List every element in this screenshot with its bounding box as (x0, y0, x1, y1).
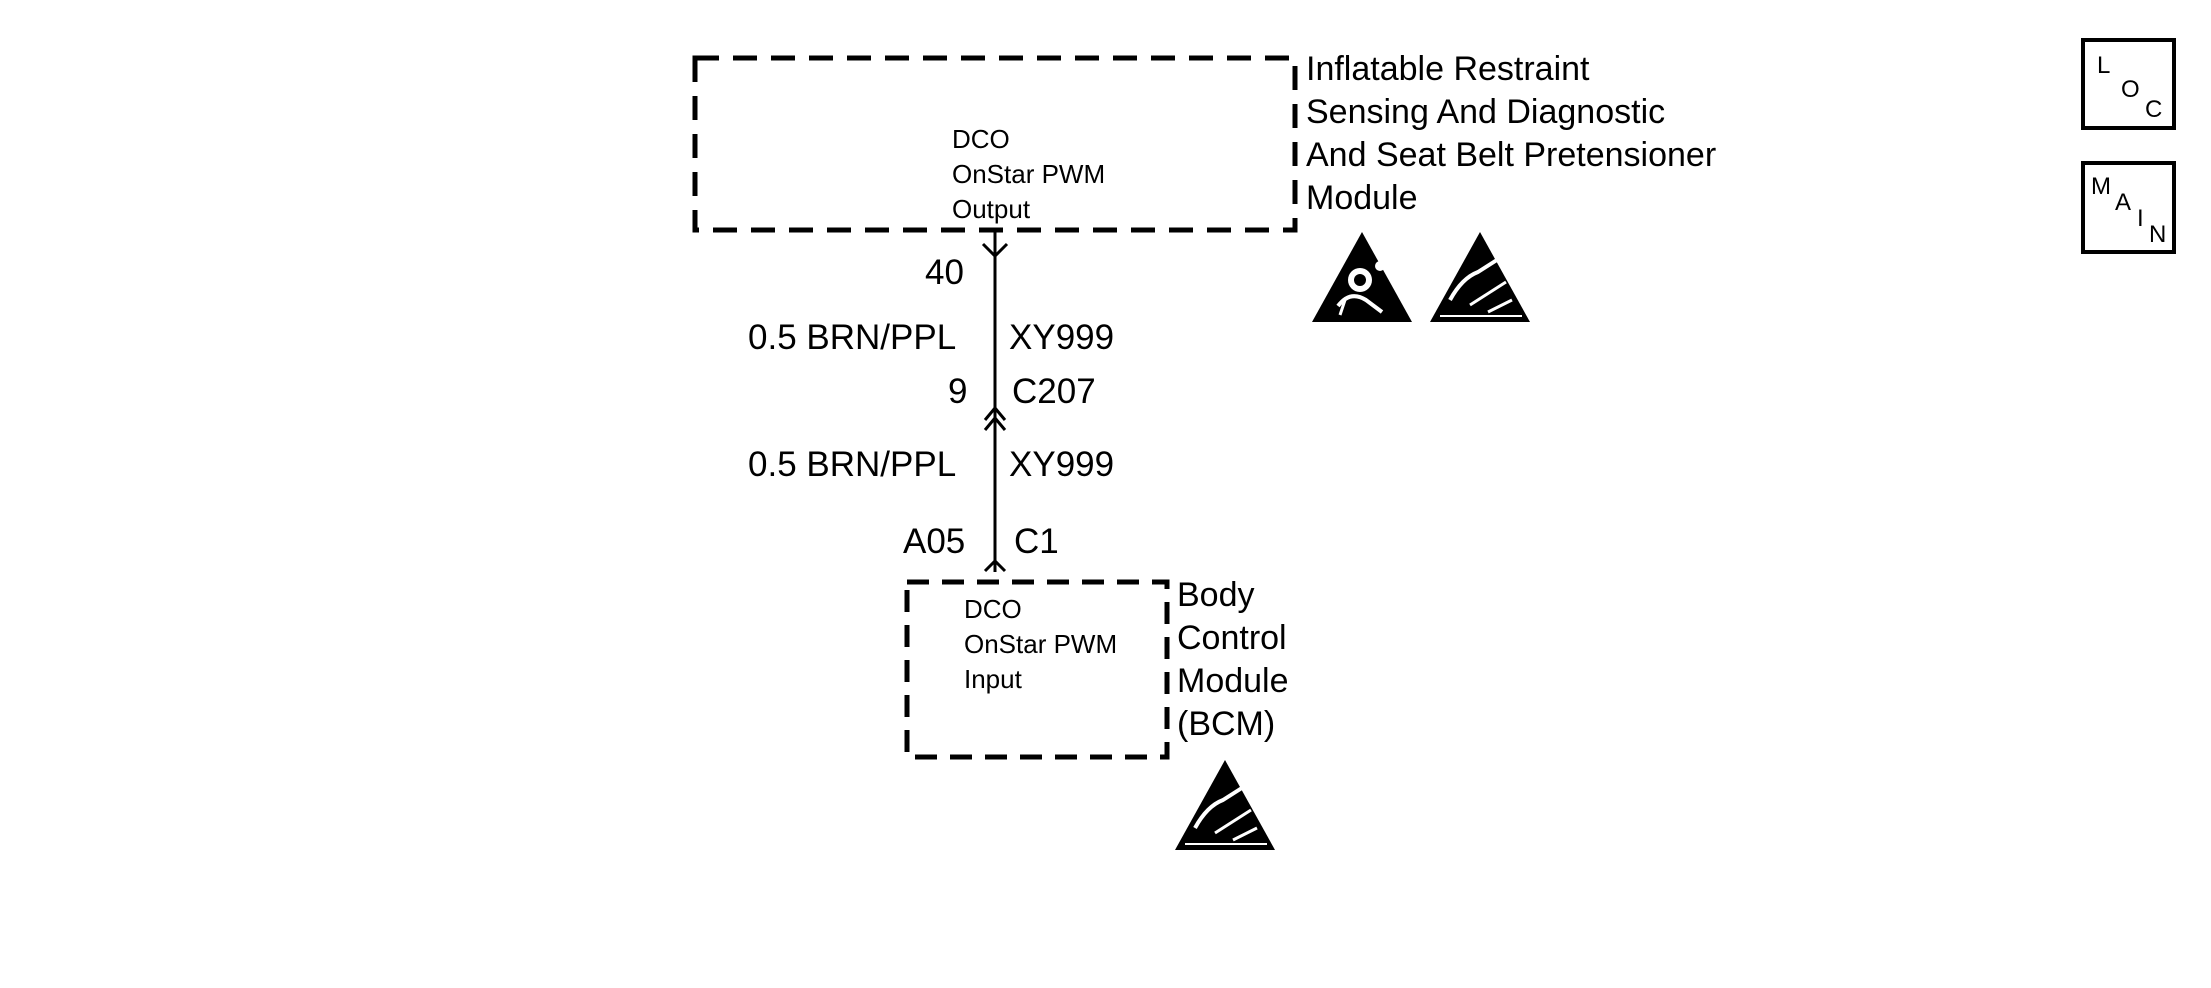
lower-module-circuit-label: DCO OnStar PWM Input (964, 592, 1117, 697)
circuit-line: DCO (964, 594, 1022, 624)
upper-module-circuit-label: DCO OnStar PWM Output (952, 122, 1105, 227)
lower-module-name: Body Control Module (BCM) (1177, 574, 1289, 746)
module-name-line: And Seat Belt Pretensioner (1306, 136, 1717, 174)
circuit-line: Output (952, 194, 1031, 224)
main-letter: A (2115, 189, 2132, 216)
esd-sensitive-icon (1430, 232, 1530, 322)
module-name-line: Body (1177, 576, 1255, 614)
upper-module-name: Inflatable Restraint Sensing And Diagnos… (1306, 48, 1716, 220)
loc-letter: L (2097, 52, 2111, 79)
c207-pin-label: 9 (948, 372, 968, 411)
circuit-line: Input (964, 664, 1022, 694)
c1-pin-label: A05 (903, 522, 966, 561)
main-letter: I (2137, 205, 2144, 232)
c207-connector-lower (983, 415, 1007, 431)
module-name-line: Control (1177, 619, 1287, 657)
c1-terminal (983, 558, 1007, 573)
wire-2-circuit-id: XY999 (1009, 445, 1115, 484)
wire-2-gauge-color: 0.5 BRN/PPL (748, 445, 957, 484)
loc-button[interactable]: L O C (2081, 38, 2176, 130)
c207-connector-upper (983, 405, 1007, 421)
wire-1-circuit-id: XY999 (1009, 318, 1115, 357)
module-name-line: (BCM) (1177, 705, 1276, 743)
circuit-line: DCO (952, 124, 1010, 154)
c1-connector-label: C1 (1014, 522, 1059, 561)
lower-module-box (904, 579, 1170, 760)
pin-40-terminal (981, 242, 1009, 259)
main-letter: M (2091, 173, 2111, 200)
module-name-line: Sensing And Diagnostic (1306, 93, 1666, 131)
loc-letter: O (2121, 76, 2140, 103)
loc-letter: C (2145, 96, 2163, 123)
c207-connector-label: C207 (1012, 372, 1096, 411)
circuit-line: OnStar PWM (964, 629, 1118, 659)
pin-40-label: 40 (925, 253, 964, 292)
circuit-line: OnStar PWM (952, 159, 1106, 189)
main-letter: N (2149, 221, 2167, 248)
upper-module-box (692, 55, 1298, 233)
main-button[interactable]: M A I N (2081, 161, 2176, 254)
esd-sensitive-icon (1175, 760, 1275, 850)
module-name-line: Module (1177, 662, 1289, 700)
wire-1-gauge-color: 0.5 BRN/PPL (748, 318, 957, 357)
airbag-warning-icon (1312, 232, 1412, 322)
module-name-line: Inflatable Restraint (1306, 50, 1590, 88)
module-name-line: Module (1306, 179, 1418, 217)
